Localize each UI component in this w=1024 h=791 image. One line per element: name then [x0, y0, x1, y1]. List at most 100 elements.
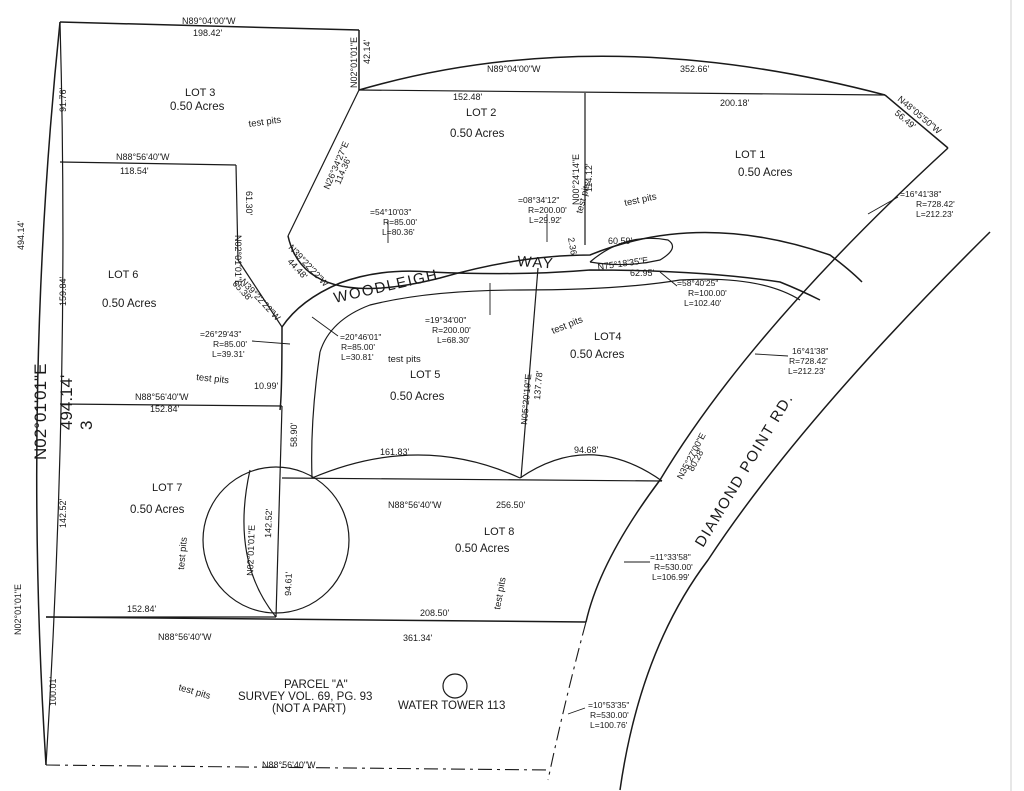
distance-label: 142.52' [58, 498, 68, 528]
svg-text:L=29.92': L=29.92' [529, 215, 562, 225]
lot-name: LOT4 [594, 331, 622, 343]
distance-label: 137.78' [532, 370, 545, 400]
svg-text:=10°53'35": =10°53'35" [588, 700, 629, 710]
svg-text:R=728.42': R=728.42' [789, 356, 828, 366]
curve-c9: =11°33'58" R=530.00' L=106.99' [650, 552, 693, 582]
bearing-label: N88°56'40"W [158, 632, 212, 642]
svg-text:=16°41'38": =16°41'38" [900, 189, 941, 199]
bearing-label: N05°20'19"E [519, 373, 533, 425]
curve-c2: =08°34'12" R=200.00' L=29.92' [518, 195, 567, 225]
svg-text:L=102.40': L=102.40' [684, 298, 722, 308]
lot-name: LOT 6 [108, 269, 138, 281]
distance-label: 256.50' [496, 500, 526, 510]
west-bearing-large: N02°01'01"E [31, 364, 50, 460]
svg-text:R=85.00': R=85.00' [341, 342, 375, 352]
svg-text:=54°10'03": =54°10'03" [370, 207, 411, 217]
test-pits-note: test pits [623, 191, 658, 209]
distance-label: 208.50' [420, 608, 450, 618]
overlay-number: 3 [77, 421, 96, 430]
lot-acres: 0.50 Acres [738, 167, 793, 179]
test-pits-note: test pits [177, 682, 212, 702]
lot-name: LOT 7 [152, 482, 182, 494]
svg-text:L=80.36': L=80.36' [382, 227, 415, 237]
bearing-label: N02°01'01"E [13, 584, 23, 635]
distance-label: 2.36' [566, 237, 579, 258]
svg-text:R=85.00': R=85.00' [383, 217, 417, 227]
svg-text:R=728.42': R=728.42' [916, 199, 955, 209]
lot-acres: 0.50 Acres [170, 101, 225, 113]
curve-c1: =54°10'03" R=85.00' L=80.36' [370, 207, 417, 237]
lot-name: LOT 1 [735, 149, 765, 161]
lot-name: LOT 8 [484, 526, 514, 538]
curve-data: =54°10'03" R=85.00' L=80.36' =08°34'12" … [200, 189, 955, 730]
svg-text:R=100.00': R=100.00' [688, 288, 727, 298]
svg-text:=58°40'25": =58°40'25" [677, 278, 718, 288]
curve-c3: =16°41'38" R=728.42' L=212.23' [900, 189, 955, 219]
distance-label: 114.12' [584, 163, 594, 192]
parcel-not-part: (NOT A PART) [272, 703, 346, 715]
curve-c7: =20°46'01" R=85.00' L=30.81' [340, 332, 381, 362]
svg-text:L=100.76': L=100.76' [590, 720, 628, 730]
boundary-lines [35, 21, 991, 791]
test-pits-note: test pits [248, 114, 282, 129]
distance-label: 62.95' [630, 268, 655, 278]
lot-acres: 0.50 Acres [450, 128, 505, 140]
west-boundary-overlay: N02°01'01"E 494.14' 3 [31, 364, 96, 460]
distance-label: 100.01' [48, 676, 58, 706]
curve-c10: =10°53'35" R=530.00' L=100.76' [588, 700, 629, 730]
bearing-label: N02°01'01"E [233, 235, 243, 286]
lot-name: LOT 2 [466, 107, 496, 119]
parcel-title: PARCEL "A" [284, 679, 348, 691]
bearing-label: N02°01'01"E [245, 525, 257, 576]
distance-label: 361.34' [403, 633, 433, 643]
lot-acres: 0.50 Acres [130, 504, 185, 516]
lot-acres: 0.50 Acres [455, 543, 510, 555]
distance-label: 352.66' [680, 64, 710, 74]
bearing-label: N88°56'40"W [262, 760, 316, 770]
svg-text:L=30.81': L=30.81' [341, 352, 374, 362]
leader-lines [251, 196, 899, 715]
svg-text:=08°34'12": =08°34'12" [518, 195, 559, 205]
curve-c8: 16°41'38" R=728.42' L=212.23' [788, 346, 828, 376]
distance-label: 142.52' [263, 508, 274, 538]
bearing-label: N89°04'00"W [182, 16, 236, 26]
bearing-label: N89°04'00"W [487, 64, 541, 74]
svg-text:=26°29'43": =26°29'43" [200, 329, 241, 339]
svg-text:R=530.00': R=530.00' [590, 710, 629, 720]
overlay-distance: 494.14' [57, 375, 76, 430]
distance-label: 94.68' [574, 445, 599, 455]
curve-c5: =19°34'00" R=200.00' L=68.30' [425, 315, 471, 345]
distance-label: 200.18' [720, 98, 750, 108]
svg-text:=19°34'00": =19°34'00" [425, 315, 466, 325]
svg-text:R=85.00': R=85.00' [213, 339, 247, 349]
bearing-label: N88°56'40"W [388, 500, 442, 510]
svg-text:R=200.00': R=200.00' [528, 205, 567, 215]
water-tower-label: WATER TOWER 113 [398, 700, 505, 712]
svg-text:R=530.00': R=530.00' [654, 562, 693, 572]
distance-label: 58.90' [289, 422, 299, 447]
lot-acres: 0.50 Acres [102, 298, 157, 310]
svg-text:L=106.99': L=106.99' [652, 572, 690, 582]
distance-label: 91.76' [58, 87, 68, 112]
test-pits-note: test pits [176, 536, 190, 570]
lot-acres: 0.50 Acres [390, 391, 445, 403]
svg-text:L=212.23': L=212.23' [916, 209, 954, 219]
distance-label: 94.61' [283, 571, 294, 596]
svg-text:=11°33'58": =11°33'58" [650, 552, 691, 562]
parcel-a: PARCEL "A" SURVEY VOL. 69, PG. 93 (NOT A… [238, 679, 505, 715]
distance-label: 42.14' [362, 39, 372, 64]
svg-text:L=39.31': L=39.31' [212, 349, 245, 359]
curve-c4: =58°40'25" R=100.00' L=102.40' [677, 278, 727, 308]
water-tower-symbol [442, 673, 468, 699]
distance-label: 10.99' [254, 381, 279, 391]
test-pits-note: test pits [196, 372, 230, 386]
bearing-label: N88°56'40"W [135, 392, 189, 402]
svg-text:=20°46'01": =20°46'01" [340, 332, 381, 342]
distance-label: 60.59' [608, 236, 633, 246]
curve-c6: =26°29'43" R=85.00' L=39.31' [200, 329, 247, 359]
diamond-point-label: DIAMOND POINT RD. [692, 390, 797, 550]
distance-label: 161.83' [380, 447, 410, 457]
lot-labels: LOT 1 0.50 Acres LOT 2 0.50 Acres LOT 3 … [102, 87, 793, 555]
svg-text:L=212.23': L=212.23' [788, 366, 826, 376]
